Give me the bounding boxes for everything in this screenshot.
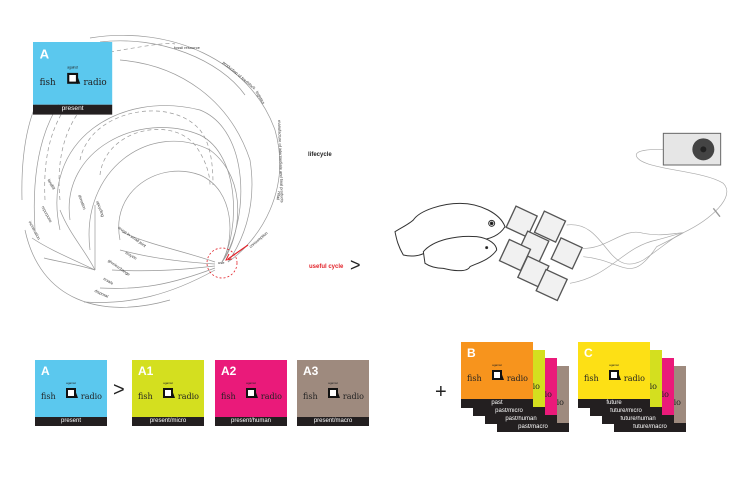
card-label: past/micro	[473, 407, 545, 416]
card-letter: B	[467, 346, 476, 360]
camera-icon	[662, 132, 722, 166]
card-label: present/macro	[297, 417, 369, 426]
stack-card: C against fish radio future	[578, 342, 650, 408]
card-against: against	[246, 381, 256, 385]
against-icon	[66, 388, 78, 398]
card-radio: radio	[342, 392, 364, 401]
against-icon	[246, 388, 258, 398]
card-label: past	[461, 399, 533, 408]
card-label: present	[33, 104, 113, 115]
card-label: past/human	[485, 415, 557, 424]
card-label: future/micro	[590, 407, 662, 416]
card-a1: A1 against fish radio present/micro	[132, 360, 204, 426]
card-letter: A3	[303, 364, 319, 378]
against-icon	[67, 72, 81, 84]
useful-cycle-label: useful cycle	[309, 264, 344, 270]
stage-label: use	[218, 260, 225, 265]
card-label: future/macro	[614, 423, 686, 432]
greater-than: >	[113, 379, 125, 401]
against-icon	[492, 370, 504, 380]
card-fish: fish	[39, 77, 56, 88]
card-label: future	[578, 399, 650, 408]
card-radio: radio	[260, 392, 282, 401]
card-against: against	[492, 363, 502, 367]
card-against: against	[609, 363, 619, 367]
fish-icon	[394, 202, 506, 272]
against-icon	[609, 370, 621, 380]
card-letter: A1	[138, 364, 154, 378]
card-fish: fish	[41, 392, 56, 401]
card-fish: fish	[584, 374, 599, 383]
card-label: present	[35, 417, 107, 426]
card-fish: fish	[467, 374, 482, 383]
card-radio: radio	[506, 374, 528, 383]
plus-sign: +	[435, 381, 447, 403]
against-icon	[163, 388, 175, 398]
card-letter: A	[41, 364, 50, 378]
card-against: against	[67, 65, 78, 70]
card-a2: A2 against fish radio present/human	[215, 360, 287, 426]
radio-tiles	[498, 205, 584, 302]
card-against: against	[328, 381, 338, 385]
card-label: present/micro	[132, 417, 204, 426]
card-letter: C	[584, 346, 593, 360]
card-fish: fish	[221, 392, 236, 401]
card-radio: radio	[83, 77, 107, 88]
card-radio: radio	[177, 392, 199, 401]
stack-card: B against fish radio past	[461, 342, 533, 408]
card-a-top: A against fish radio present	[33, 42, 113, 115]
card-letter: A2	[221, 364, 237, 378]
arrow-greater: >	[350, 255, 361, 275]
against-icon	[328, 388, 340, 398]
card-label: present/human	[215, 417, 287, 426]
useful-cycle-marker	[206, 247, 238, 279]
card-radio: radio	[80, 392, 102, 401]
card-label: future/human	[602, 415, 674, 424]
card-label: past/macro	[497, 423, 569, 432]
stage-label: fossil resource	[174, 45, 200, 50]
card-fish: fish	[303, 392, 318, 401]
card-radio: radio	[623, 374, 645, 383]
lifecycle-title: lifecycle	[308, 152, 332, 158]
card-against: against	[163, 381, 173, 385]
card-a3: A3 against fish radio present/macro	[297, 360, 369, 426]
card-fish: fish	[138, 392, 153, 401]
card-against: against	[66, 381, 76, 385]
fish-radio-illustration	[394, 132, 728, 302]
card-a: A against fish radio present	[35, 360, 107, 426]
card-letter: A	[39, 46, 50, 62]
